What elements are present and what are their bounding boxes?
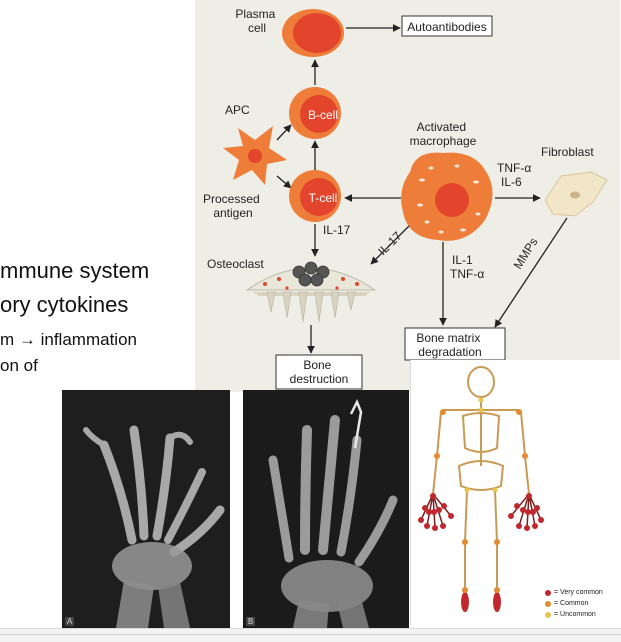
plasma-cell-label-1: Plasma	[235, 7, 275, 21]
processed-antigen-label-1: Processed	[203, 192, 260, 206]
legend-dot-uncommon	[545, 611, 551, 618]
b-cell-icon	[289, 87, 341, 139]
processed-antigen-label: Processed antigen	[203, 192, 263, 220]
activated-macrophage-label-2: macrophage	[410, 134, 477, 148]
il1-tnf-label-2: TNF-α	[450, 267, 484, 281]
arrow-apc-bcell	[276, 124, 292, 141]
bottom-scroll-bar[interactable]	[0, 628, 621, 642]
plasma-cell-label-2: cell	[248, 21, 266, 35]
osteoclast-label: Osteoclast	[207, 257, 264, 271]
bone-matrix-label-2: degradation	[418, 345, 481, 359]
legend-very-common: = Very common	[545, 587, 603, 598]
apc-icon	[223, 126, 287, 185]
t-cell-icon	[289, 170, 341, 222]
il1-tnf-label-1: IL-1	[452, 253, 473, 267]
bone-destruction-label-1: Bone	[303, 358, 331, 372]
xray-b-label: B	[246, 617, 256, 626]
hand-xray-b: B	[243, 390, 409, 628]
legend-label-uncommon: = Uncommon	[554, 611, 596, 618]
apc-label: APC	[225, 103, 250, 117]
legend-uncommon: = Uncommon	[545, 609, 603, 620]
bone-destruction-label-2: destruction	[290, 372, 349, 386]
il17-tcell-label: IL-17	[323, 223, 351, 237]
tnf-il6-label-2: IL-6	[501, 175, 522, 189]
il1-tnf-label: IL-1 TNF-α	[450, 253, 484, 281]
skeleton-outline-icon	[432, 366, 530, 594]
bone-matrix-label-1: Bone matrix	[416, 331, 480, 345]
plasma-cell-label: Plasma cell	[235, 7, 278, 35]
skeleton-joint-distribution: = Very common = Common = Uncommon	[410, 360, 621, 626]
il17-macrophage-label: IL-17	[375, 229, 404, 258]
legend-label-common: = Common	[554, 600, 589, 607]
slide-line-1: mmune system	[0, 258, 150, 283]
ra-pathogenesis-diagram: Plasma cell Autoantibodies B-cell APC Pr…	[195, 0, 620, 392]
mmps-label: MMPs	[511, 235, 541, 271]
bone-matrix-box	[404, 327, 506, 361]
tnf-il6-label-1: TNF-α	[497, 161, 531, 175]
slide-line-2: ory cytokines	[0, 292, 129, 317]
fibroblast-icon	[544, 171, 608, 217]
processed-antigen-label-2: antigen	[213, 206, 252, 220]
arrow-apc-tcell	[276, 175, 292, 189]
activated-macrophage-label-1: Activated	[417, 120, 466, 134]
fibroblast-label: Fibroblast	[541, 145, 594, 159]
b-cell-label: B-cell	[308, 108, 338, 122]
slide-line-4: on of	[0, 356, 38, 375]
osteoclast-icon	[245, 261, 377, 323]
macrophage-icon	[401, 152, 493, 241]
t-cell-label: T-cell	[309, 191, 338, 205]
autoantibodies-box	[401, 15, 493, 37]
autoantibodies-label: Autoantibodies	[407, 20, 486, 34]
tnf-il6-label: TNF-α IL-6	[497, 161, 535, 189]
bone-destruction-box	[275, 354, 363, 390]
activated-macrophage-label: Activated macrophage	[410, 120, 477, 148]
bone-matrix-label: Bone matrix degradation	[416, 331, 483, 359]
legend-common: = Common	[545, 598, 603, 609]
slide-line-3: m → inflammation	[0, 330, 137, 349]
bone-destruction-label: Bone destruction	[290, 358, 349, 386]
xray-a-label: A	[65, 617, 75, 626]
joint-legend: = Very common = Common = Uncommon	[545, 587, 603, 620]
legend-dot-common	[545, 600, 551, 607]
arrow-macrophage-osteoclast	[370, 225, 410, 265]
legend-dot-very-common	[545, 589, 551, 596]
legend-label-very-common: = Very common	[554, 589, 603, 596]
hand-xray-a: A	[62, 390, 230, 628]
plasma-cell-icon	[282, 9, 344, 57]
bottom-scroll-track	[0, 634, 621, 635]
arrow-fibroblast-bone-matrix	[494, 217, 568, 328]
